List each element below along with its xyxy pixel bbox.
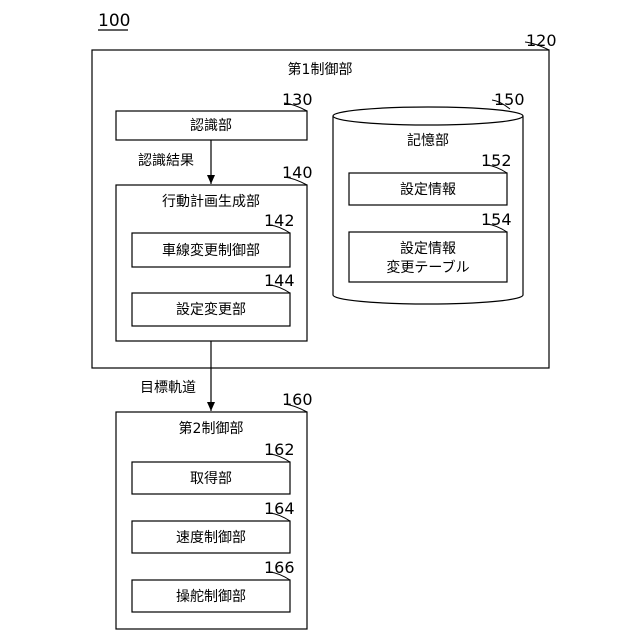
acquisition-unit-ref: 162	[264, 440, 295, 459]
setting-change-unit-ref: 144	[264, 271, 295, 290]
setting-change-table-label-line1: 設定情報	[400, 241, 456, 257]
target-trajectory-label: 目標軌道	[140, 380, 196, 396]
recognition-unit-label: 認識部	[190, 118, 232, 134]
lane-change-control-ref: 142	[264, 211, 295, 230]
action-plan-unit-label: 行動計画生成部	[162, 194, 260, 210]
setting-change-unit-label: 設定変更部	[176, 301, 246, 318]
first-control-unit-label: 第1制御部	[288, 61, 353, 78]
setting-change-table-label-line2: 変更テーブル	[386, 259, 469, 276]
figure-ref-label: 100	[98, 11, 130, 31]
speed-control-unit-label: 速度制御部	[176, 530, 246, 546]
setting-change-table-ref: 154	[481, 210, 512, 229]
speed-control-unit-ref: 164	[264, 499, 295, 518]
acquisition-unit-label: 取得部	[190, 470, 232, 487]
steering-control-unit-ref: 166	[264, 558, 295, 577]
recognition-result-label: 認識結果	[138, 153, 194, 169]
setting-info-label: 設定情報	[400, 182, 456, 198]
storage-unit-ref: 150	[494, 90, 525, 109]
first-control-unit-ref: 120	[526, 31, 557, 50]
second-control-unit-label: 第2制御部	[179, 420, 244, 437]
lane-change-control-label: 車線変更制御部	[162, 242, 260, 259]
second-control-unit-ref: 160	[282, 390, 313, 409]
recognition-unit-ref: 130	[282, 90, 313, 109]
setting-info-ref: 152	[481, 151, 512, 170]
action-plan-unit-ref: 140	[282, 163, 313, 182]
storage-unit-label: 記憶部	[407, 132, 449, 149]
steering-control-unit-label: 操舵制御部	[176, 589, 246, 605]
